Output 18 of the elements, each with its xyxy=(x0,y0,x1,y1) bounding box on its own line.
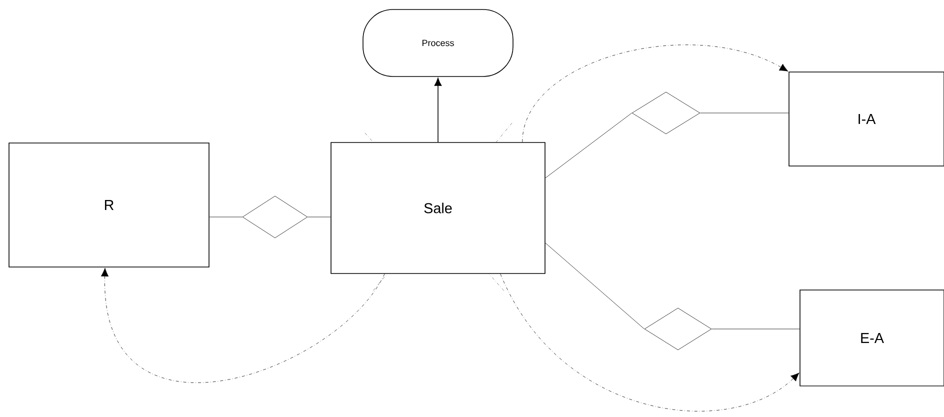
relationship-diamond xyxy=(632,92,700,134)
relationship-diamond xyxy=(242,196,308,238)
entity-box: Sale xyxy=(330,142,546,274)
entity-box: I-A xyxy=(788,72,944,166)
connector-line xyxy=(545,242,644,330)
connector-line xyxy=(700,112,789,114)
entity-box: R xyxy=(8,142,210,268)
connector-line xyxy=(209,216,243,218)
connector-line xyxy=(712,328,800,330)
entity-box: E-A xyxy=(800,290,944,386)
connector-line xyxy=(308,216,331,218)
connector xyxy=(500,274,800,412)
connector-line xyxy=(545,112,632,178)
connector-line xyxy=(434,78,442,142)
connector xyxy=(100,268,385,383)
process-terminator: Process xyxy=(362,9,514,77)
relationship-diamond xyxy=(644,308,712,350)
connector xyxy=(522,44,788,142)
